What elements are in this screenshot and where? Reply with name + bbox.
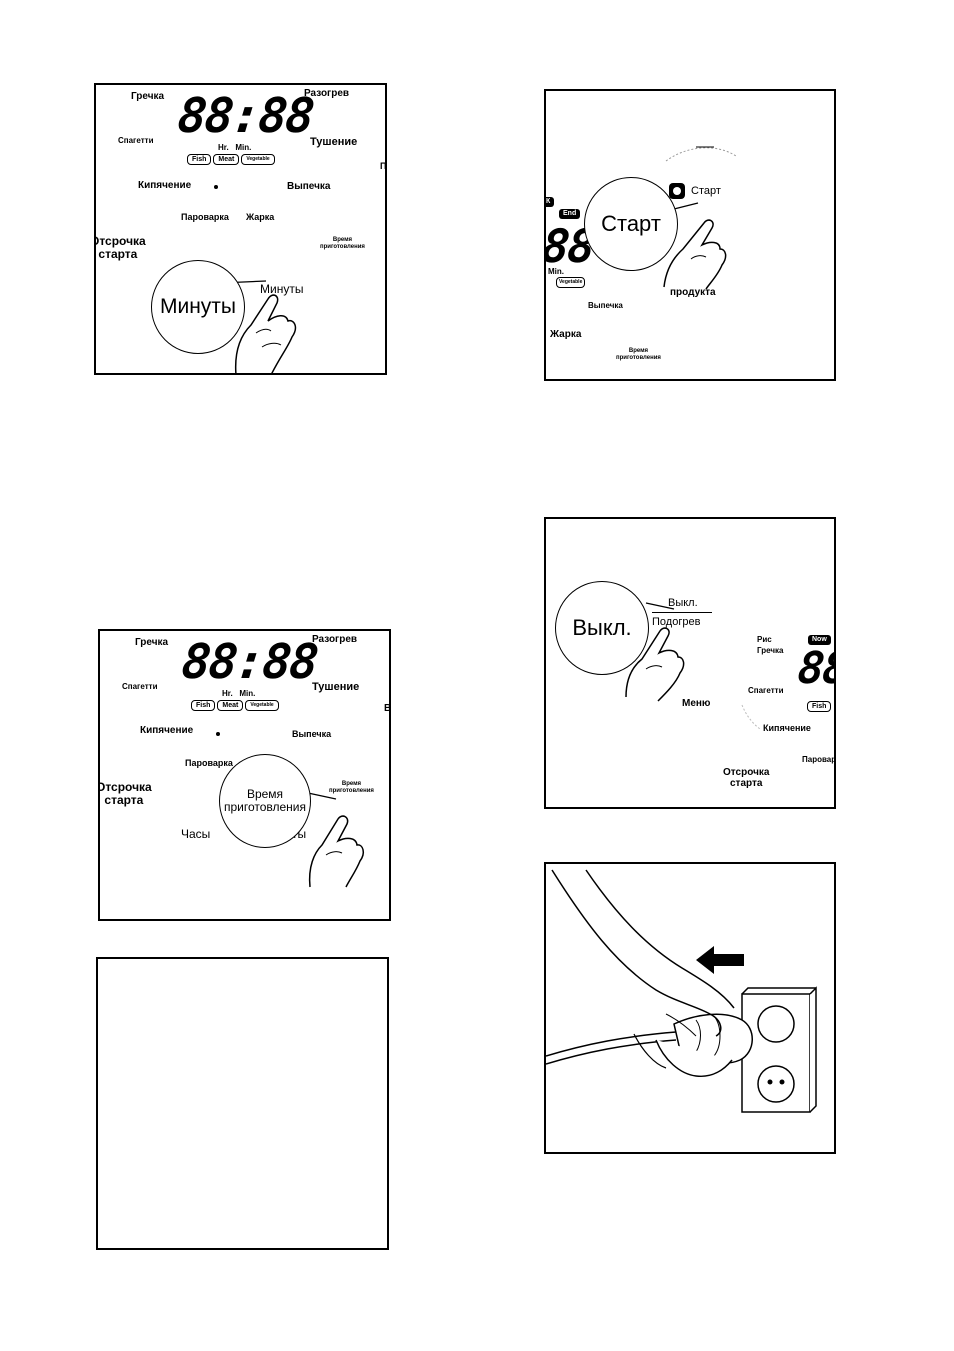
panel-start: К End 88 Min. Vegetable Старт р продукта…	[544, 89, 836, 381]
wall-socket-icon	[741, 986, 817, 1113]
label-rice: Рис	[757, 635, 772, 644]
pill-vegetable: Vegetable	[241, 154, 275, 165]
indicator-dot	[216, 732, 220, 736]
bubble-text: Старт	[601, 210, 661, 236]
label-boil: Кипячение	[763, 723, 811, 733]
label-bake: Выпечка	[588, 301, 623, 310]
label-spaghetti: Спагетти	[118, 136, 154, 145]
hand-icon	[625, 627, 685, 702]
units-hr-min: Hr. Min.	[218, 143, 252, 152]
label-bake: Выпечка	[287, 181, 331, 192]
label-start: Старт	[691, 185, 721, 197]
units-hr-min: Hr. Min.	[222, 689, 256, 698]
label-edge: В	[384, 703, 391, 714]
label-reheat: Разогрев	[312, 634, 358, 645]
panel-cook-time: Гречка Разогрев 88:88 Спагетти Тушение H…	[98, 629, 391, 921]
label-cook-time: Время приготовления	[329, 781, 374, 794]
label-cook-time: Время приготовления	[616, 348, 661, 361]
label-steam-partial: Паровар	[802, 755, 836, 764]
label-boil: Кипячение	[140, 725, 194, 736]
callout-pointer	[673, 202, 699, 210]
callout-pointer	[645, 602, 761, 730]
panel-empty	[96, 957, 389, 1250]
panel-unplug	[544, 862, 836, 1154]
label-hours: Часы	[181, 827, 211, 841]
zoom-bubble: Минуты	[151, 260, 245, 354]
panel-off: Выкл. Подогрев Рис Гречка Now 88 Спагетт…	[544, 517, 836, 809]
label-stew: Тушение	[310, 136, 358, 148]
label-spaghetti: Спагетти	[122, 682, 158, 691]
label-edge: П	[380, 161, 387, 171]
pill-meat: Meat	[213, 154, 240, 165]
pill-fish: Fish	[191, 700, 216, 711]
label-boil: Кипячение	[138, 180, 192, 191]
label-fry: Жарка	[550, 329, 582, 340]
zoom-bubble: Старт	[584, 177, 678, 271]
hand-icon	[308, 815, 365, 888]
arrow-left-icon	[696, 946, 744, 974]
label-reheat: Разогрев	[304, 88, 350, 99]
hand-icon	[663, 219, 727, 290]
label-off: Выкл.	[668, 597, 698, 609]
food-pills: Fish Meat Vegetable	[187, 154, 275, 165]
label-delay-start: Отсрочка старта	[94, 234, 146, 262]
indicator-dot	[214, 185, 218, 189]
callout-pointer	[307, 792, 337, 800]
label-menu: Меню	[682, 698, 711, 709]
label-bake: Выпечка	[292, 729, 332, 739]
label-warm: Подогрев	[652, 616, 701, 628]
unplug-illustration	[546, 869, 817, 1113]
label-delay-start: Отсрочка старта	[98, 780, 152, 808]
badge-k: К	[546, 197, 555, 207]
zoom-bubble: Выкл.	[555, 581, 649, 675]
label-divider	[652, 612, 712, 613]
pill-vegetable: Vegetable	[556, 277, 586, 288]
label-steam: Пароварка	[185, 758, 233, 768]
label-fry: Жарка	[246, 212, 275, 222]
zoom-bubble: Время приготовления	[219, 754, 311, 848]
bubble-text: Время приготовления	[223, 786, 307, 814]
label-stew: Тушение	[312, 681, 360, 693]
hand-icon	[234, 294, 297, 373]
dial-arc	[665, 146, 737, 162]
pill-fish: Fish	[187, 154, 212, 165]
cable-icon	[546, 1031, 677, 1057]
bubble-text: Выкл.	[572, 614, 632, 640]
label-buckwheat: Гречка	[757, 646, 784, 655]
label-steam: Пароварка	[181, 212, 229, 222]
panel-minutes: Гречка Разогрев 88:88 Спагетти Тушение H…	[94, 83, 387, 375]
units-min: Min.	[548, 267, 564, 276]
badge-now: Now	[808, 635, 831, 645]
food-pills: Fish Meat Vegetable	[191, 700, 279, 711]
pill-meat: Meat	[217, 700, 244, 711]
hand-icon	[551, 869, 735, 1078]
pill-fish: Fish	[807, 701, 832, 712]
label-delay-start: Отсрочка старта	[723, 767, 770, 789]
pill-vegetable: Vegetable	[245, 700, 279, 711]
label-product: продукта	[670, 287, 716, 298]
label-buckwheat: Гречка	[135, 637, 169, 648]
label-spaghetti: Спагетти	[748, 686, 784, 695]
start-button-icon	[669, 183, 685, 199]
bubble-text: Минуты	[159, 295, 237, 319]
label-buckwheat: Гречка	[131, 91, 165, 102]
label-minutes: Минуты	[260, 282, 304, 296]
label-cook-time: Время приготовления	[320, 237, 365, 250]
badge-end: End	[559, 209, 581, 219]
